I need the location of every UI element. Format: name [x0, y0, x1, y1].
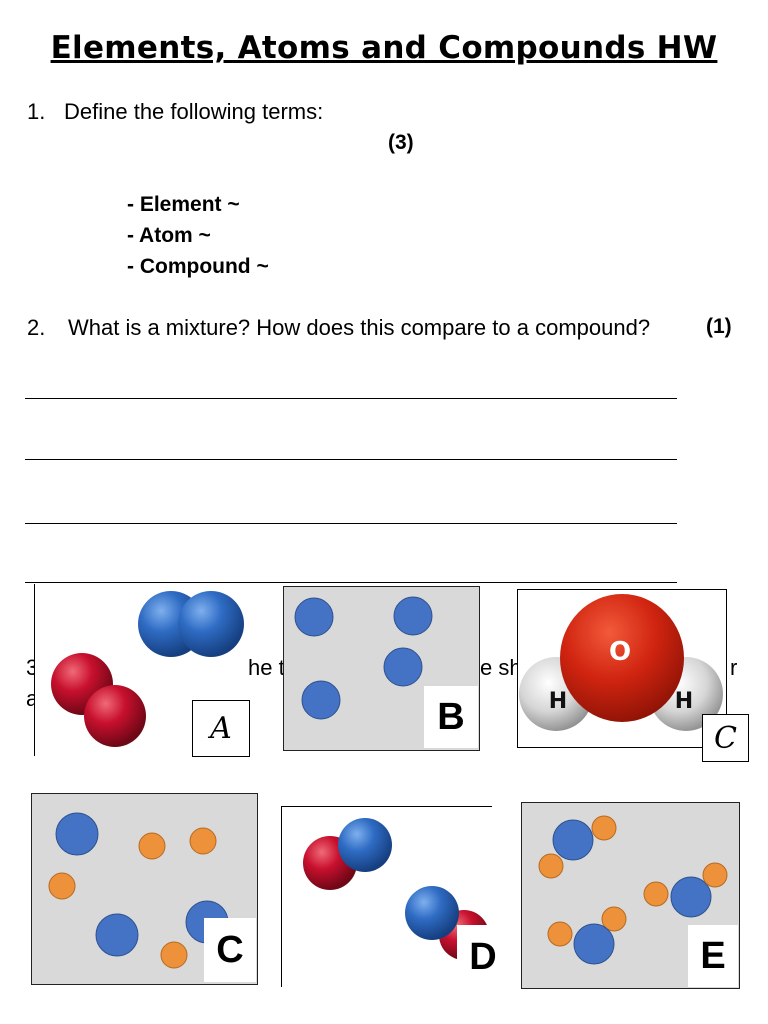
question-3-fragment: e sh	[480, 655, 522, 680]
diagram-c-water: O H H	[517, 589, 727, 748]
question-2-marks: (1)	[706, 315, 732, 338]
question-1-text: Define the following terms:	[64, 99, 324, 124]
compound-mixture-icon	[538, 815, 728, 965]
diagram-d-label: D	[457, 925, 509, 990]
answer-line[interactable]	[25, 398, 677, 399]
diagram-b-label: B	[424, 686, 478, 748]
oxygen-symbol: O	[609, 637, 631, 667]
question-3-fragment: he t	[248, 655, 285, 680]
question-3-fragment: r	[730, 655, 738, 680]
diagram-a-label: A	[192, 700, 250, 757]
diagram-c-top-label: C	[702, 714, 749, 762]
hydrogen-symbol-right: H	[675, 689, 693, 714]
term-compound: - Compound ~	[127, 255, 269, 278]
answer-line[interactable]	[25, 523, 677, 524]
question-1-number: 1.	[27, 99, 46, 124]
page-title: Elements, Atoms and Compounds HW	[50, 30, 718, 66]
diagram-d	[281, 806, 492, 987]
hydrogen-symbol-left: H	[549, 689, 567, 714]
question-2-number: 2.	[27, 315, 46, 340]
diatomic-molecules-icon	[51, 591, 244, 747]
compound-molecules-icon	[303, 818, 489, 960]
answer-line[interactable]	[25, 459, 677, 460]
diagram-e-label: E	[688, 925, 738, 987]
answer-line[interactable]	[25, 582, 677, 583]
term-atom: - Atom ~	[127, 224, 211, 247]
single-atoms-icon	[294, 596, 433, 720]
water-molecule-icon: O H H	[519, 594, 723, 731]
question-2-text: What is a mixture? How does this compare…	[68, 315, 651, 340]
diagram-c-bottom-label: C	[204, 918, 256, 982]
term-element: - Element ~	[127, 193, 240, 216]
question-1-marks: (3)	[388, 131, 414, 154]
